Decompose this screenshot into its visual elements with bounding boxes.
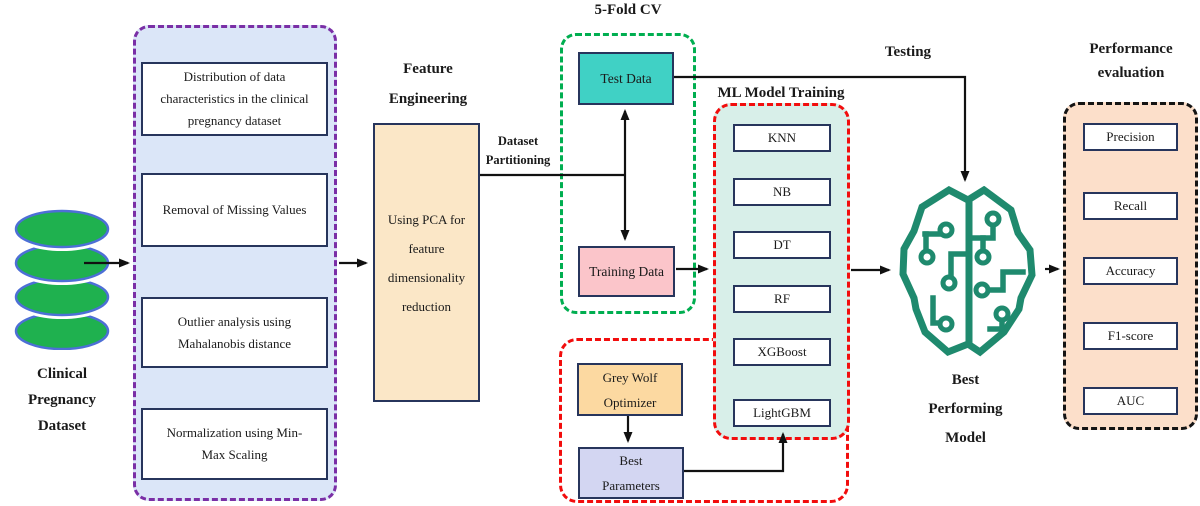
testing-label: Testing	[884, 44, 932, 60]
cv-title: 5-Fold CV	[594, 2, 662, 18]
brain-circuit-icon	[892, 186, 1044, 358]
best-model-label: Best Performing Model	[928, 372, 1003, 446]
model-box-xgboost: XGBoost	[733, 338, 831, 366]
database-label: Clinical Pregnancy Dataset	[27, 366, 97, 434]
model-box-nb: NB	[733, 178, 831, 206]
grey-wolf-optimizer-box: Grey Wolf Optimizer	[577, 363, 683, 416]
metric-box-accuracy: Accuracy	[1083, 257, 1178, 285]
feature-engineering-label: Feature Engineering	[388, 61, 468, 107]
model-box-dt: DT	[733, 231, 831, 259]
model-box-lightgbm: LightGBM	[733, 399, 831, 427]
ml-training-title: ML Model Training	[717, 85, 845, 101]
database-icon	[6, 204, 118, 350]
model-box-knn: KNN	[733, 124, 831, 152]
best-parameters-box: Best Parameters	[578, 447, 684, 499]
training-data-box: Training Data	[578, 246, 675, 297]
metric-box-f1score: F1-score	[1083, 322, 1178, 350]
pca-box: Using PCA for feature dimensionality red…	[373, 123, 480, 402]
step-missing-values: Removal of Missing Values	[141, 173, 328, 247]
step-normalization: Normalization using Min- Max Scaling	[141, 408, 328, 480]
test-data-box: Test Data	[578, 52, 674, 105]
metric-box-recall: Recall	[1083, 192, 1178, 220]
ml-training-container	[713, 103, 850, 440]
step-outlier-analysis: Outlier analysis using Mahalanobis dista…	[141, 297, 328, 368]
dataset-partitioning-label: Dataset Partitioning	[485, 134, 551, 167]
metric-box-precision: Precision	[1083, 123, 1178, 151]
step-distribution: Distribution of data characteristics in …	[141, 62, 328, 136]
metric-box-auc: AUC	[1083, 387, 1178, 415]
model-box-rf: RF	[733, 285, 831, 313]
performance-title: Performance evaluation	[1089, 41, 1173, 81]
